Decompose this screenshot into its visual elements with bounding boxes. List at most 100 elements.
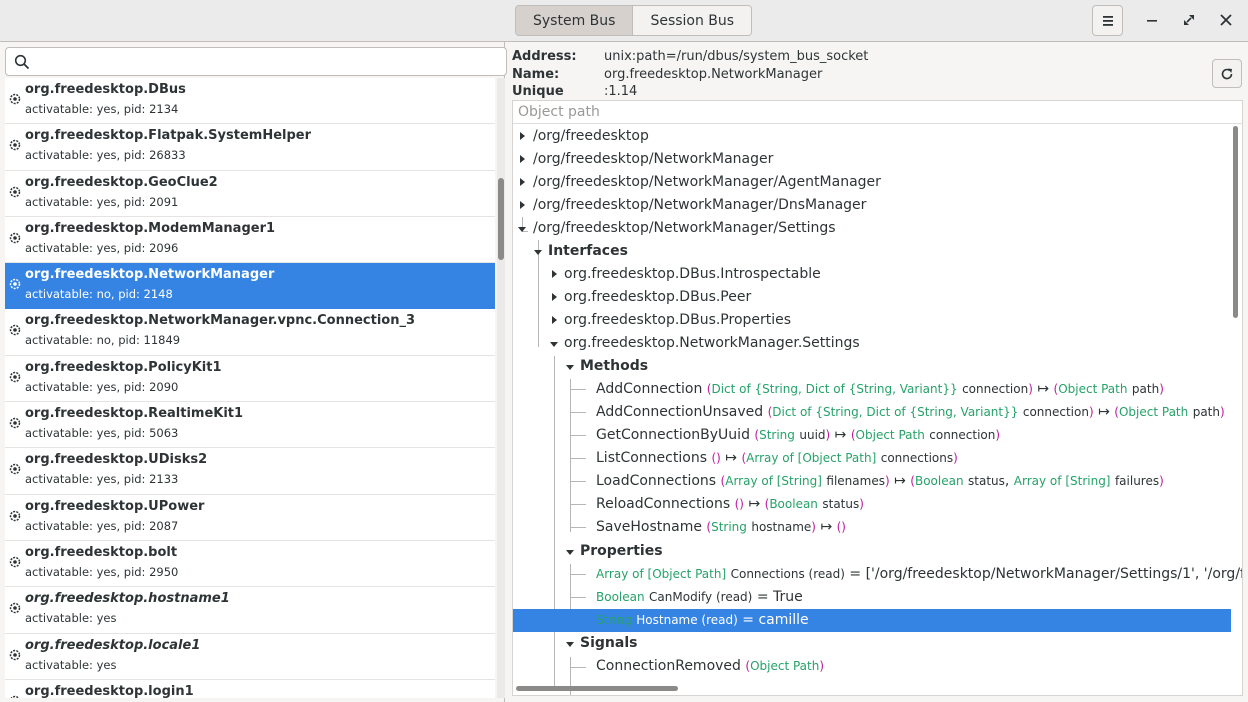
arg-type: Boolean <box>914 474 964 488</box>
list-item[interactable]: org.freedesktop.UPower activatable: yes,… <box>5 494 495 541</box>
service-name: org.freedesktop.NetworkManager.vpnc.Conn… <box>25 313 416 329</box>
tab-session-bus[interactable]: Session Bus <box>632 6 752 35</box>
list-item[interactable]: org.freedesktop.NetworkManager.vpnc.Conn… <box>5 309 495 356</box>
tree-vertical-scrollbar[interactable] <box>1233 126 1239 681</box>
tree-row-method[interactable]: SaveHostname (String hostname) ↦ () <box>513 516 1231 539</box>
tree-row-interfaces[interactable]: Interfaces <box>513 240 1231 263</box>
refresh-button[interactable] <box>1212 59 1242 88</box>
arg-type: Array of [Object Path] <box>746 451 877 465</box>
tree-line <box>570 574 586 575</box>
expander-collapsed-icon[interactable] <box>552 316 557 324</box>
expander-expanded-icon[interactable] <box>534 250 542 255</box>
service-name: org.freedesktop.UPower <box>25 498 205 514</box>
list-item[interactable]: org.freedesktop.RealtimeKit1 activatable… <box>5 402 495 449</box>
list-item[interactable]: org.freedesktop.PolicyKit1 activatable: … <box>5 355 495 403</box>
property-value: = camille <box>742 612 809 628</box>
tree-line <box>570 435 586 436</box>
service-meta: activatable: no, pid: 2148 <box>25 287 173 302</box>
tree-row-property-selected[interactable]: String Hostname (read) = camille <box>513 609 1231 632</box>
tree-row-method[interactable]: AddConnectionUnsaved (Dict of {String, D… <box>513 401 1231 424</box>
tree-row-interface[interactable]: org.freedesktop.DBus.Introspectable <box>513 263 1231 286</box>
details-panel: Address:unix:path=/run/dbus/system_bus_s… <box>506 42 1248 702</box>
paren-close: ) <box>884 474 890 488</box>
tree-row-method[interactable]: ReloadConnections () ↦ (Boolean status) <box>513 493 1231 516</box>
list-item-selected[interactable]: org.freedesktop.NetworkManager activatab… <box>5 263 495 310</box>
list-item[interactable]: org.freedesktop.ModemManager1 activatabl… <box>5 216 495 264</box>
scrollbar-thumb[interactable] <box>498 178 504 260</box>
tree-row-methods[interactable]: Methods <box>513 355 1231 378</box>
refresh-icon <box>1221 68 1233 79</box>
expander-expanded-icon[interactable] <box>550 342 558 347</box>
close-button[interactable] <box>1214 8 1238 32</box>
list-item[interactable]: org.freedesktop.bolt activatable: yes, p… <box>5 540 495 588</box>
service-name: org.freedesktop.Flatpak.SystemHelper <box>25 128 312 144</box>
tree-row-properties[interactable]: Properties <box>513 540 1231 563</box>
arg-type: Object Path <box>1058 382 1128 396</box>
paren-open: ( <box>745 659 751 673</box>
tree-row-signal[interactable]: ConnectionRemoved (Object Path) <box>513 655 1231 678</box>
tree-row-path[interactable]: /org/freedesktop/NetworkManager/Settings <box>513 217 1231 240</box>
minimize-button[interactable] <box>1140 8 1164 32</box>
name-label: Name: <box>512 66 560 82</box>
arg-type: Boolean <box>769 497 818 511</box>
tree-row-method[interactable]: GetConnectionByUuid (String uuid) ↦ (Obj… <box>513 424 1231 447</box>
search-input[interactable] <box>36 52 496 72</box>
object-path: /org/freedesktop/NetworkManager <box>533 151 774 167</box>
tree-row-method[interactable]: ListConnections () ↦ (Array of [Object P… <box>513 447 1231 470</box>
tree-row-method[interactable]: LoadConnections (Array of [String] filen… <box>513 470 1231 493</box>
scrollbar-thumb[interactable] <box>1233 126 1238 318</box>
arg-name: uuid <box>799 428 826 442</box>
main-menu-button[interactable] <box>1092 5 1123 36</box>
tree-row-path[interactable]: /org/freedesktop/NetworkManager/DnsManag… <box>513 194 1231 217</box>
service-meta: activatable: yes <box>25 611 117 626</box>
gear-icon <box>9 417 21 429</box>
return-arrow: ↦ <box>1098 404 1110 420</box>
paren-close: ) <box>859 497 864 511</box>
list-item[interactable]: org.freedesktop.locale1 activatable: yes <box>5 633 495 680</box>
tree-row-method[interactable]: AddConnection (Dict of {String, Dict of … <box>513 378 1231 401</box>
service-list-scrollbar[interactable] <box>497 78 505 698</box>
list-item[interactable]: org.freedesktop.Flatpak.SystemHelper act… <box>5 124 495 171</box>
tree-row-path[interactable]: /org/freedesktop/NetworkManager <box>513 148 1231 171</box>
tree-row-signals[interactable]: Signals <box>513 632 1231 655</box>
interface-name: org.freedesktop.DBus.Introspectable <box>564 266 821 282</box>
expander-collapsed-icon[interactable] <box>552 293 557 301</box>
tree-row-property[interactable]: Boolean CanModify (read) = True <box>513 586 1231 609</box>
expander-collapsed-icon[interactable] <box>552 270 557 278</box>
object-path: /org/freedesktop/NetworkManager/DnsManag… <box>533 197 867 213</box>
expander-expanded-icon[interactable] <box>518 227 526 232</box>
list-item[interactable]: org.freedesktop.DBus activatable: yes, p… <box>5 78 495 125</box>
list-item[interactable]: org.freedesktop.login1 <box>5 679 495 698</box>
list-item[interactable]: org.freedesktop.hostname1 activatable: y… <box>5 587 495 634</box>
expander-expanded-icon[interactable] <box>566 365 574 370</box>
tree-row-interface[interactable]: org.freedesktop.DBus.Peer <box>513 286 1231 309</box>
paren-open: ( <box>1053 382 1059 396</box>
service-name: org.freedesktop.hostname1 <box>25 591 230 607</box>
expander-expanded-icon[interactable] <box>566 550 574 555</box>
hamburger-icon <box>1102 15 1113 26</box>
tree-row-interface[interactable]: org.freedesktop.NetworkManager.Settings <box>513 332 1231 355</box>
tree-row-property[interactable]: Array of [Object Path] Connections (read… <box>513 563 1242 586</box>
method-name: GetConnectionByUuid <box>596 427 750 443</box>
expander-expanded-icon[interactable] <box>566 642 574 647</box>
search-box[interactable] <box>5 47 507 76</box>
property-name: CanModify (read) <box>649 590 753 604</box>
expander-collapsed-icon[interactable] <box>520 178 525 186</box>
tree-row-path[interactable]: /org/freedesktop/NetworkManager/AgentMan… <box>513 171 1231 194</box>
maximize-button[interactable] <box>1177 8 1201 32</box>
service-name: org.freedesktop.DBus <box>25 82 186 97</box>
list-item[interactable]: org.freedesktop.UDisks2 activatable: yes… <box>5 448 495 495</box>
arg-type: Dict of {String, Dict of {String, Varian… <box>711 382 958 396</box>
expander-collapsed-icon[interactable] <box>520 155 525 163</box>
expander-collapsed-icon[interactable] <box>520 201 525 209</box>
tab-system-bus[interactable]: System Bus <box>516 6 633 35</box>
empty-args: () <box>836 520 846 534</box>
list-item[interactable]: org.freedesktop.GeoClue2 activatable: ye… <box>5 170 495 217</box>
tree-row-path[interactable]: /org/freedesktop <box>513 125 1231 148</box>
paren-open: ( <box>764 497 770 511</box>
tree-horizontal-scrollbar[interactable] <box>516 686 678 691</box>
paren-close: ) <box>811 520 816 534</box>
tree-row-interface[interactable]: org.freedesktop.DBus.Properties <box>513 309 1231 332</box>
paren-close: ) <box>1219 405 1225 419</box>
expander-collapsed-icon[interactable] <box>520 132 525 140</box>
